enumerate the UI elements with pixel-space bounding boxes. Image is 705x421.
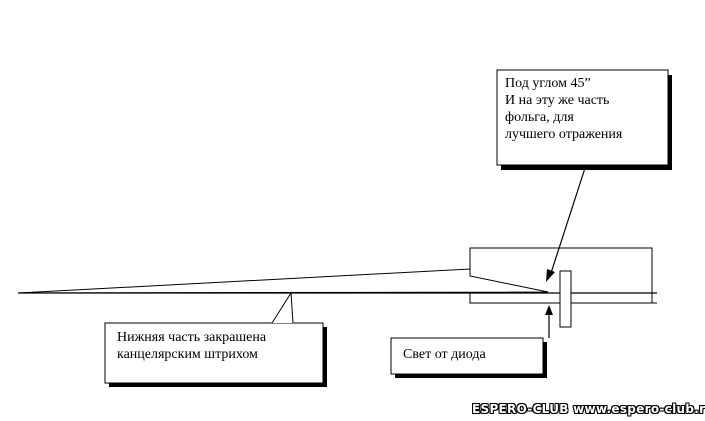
callout-top-box bbox=[496, 69, 669, 166]
callout-top-line-2: И на эту же часть bbox=[505, 93, 610, 108]
callout-right-line-1: Свет от диода bbox=[403, 347, 486, 362]
callout-right-box bbox=[390, 337, 544, 375]
callout-left-line-2: канцелярским штрихом bbox=[117, 347, 258, 362]
callout-left-text: Нижняя часть закрашена канцелярским штри… bbox=[117, 329, 266, 363]
callout-top-line-3: фольга, для bbox=[505, 110, 574, 125]
callout-right-text: Свет от диода bbox=[403, 346, 486, 363]
callout-left-box bbox=[104, 322, 324, 384]
housing-frame bbox=[469, 247, 653, 304]
arrow-diode-head bbox=[545, 305, 553, 315]
callout-top-line-4: лучшего отражения bbox=[505, 127, 623, 142]
arrow-top-head bbox=[546, 269, 555, 282]
callout-left-line-1: Нижняя часть закрашена bbox=[117, 330, 267, 345]
diode-block bbox=[559, 270, 572, 328]
callout-top-line-1: Под углом 45” bbox=[505, 76, 591, 91]
arrow-top-line bbox=[550, 164, 587, 274]
watermark: ESPERO-CLUB www.espero-club.ru bbox=[472, 402, 705, 416]
light-guide-wedge bbox=[17, 268, 549, 294]
callout-left-pointer bbox=[271, 291, 294, 324]
callout-top-text: Под углом 45” И на эту же часть фольга, … bbox=[505, 75, 622, 143]
